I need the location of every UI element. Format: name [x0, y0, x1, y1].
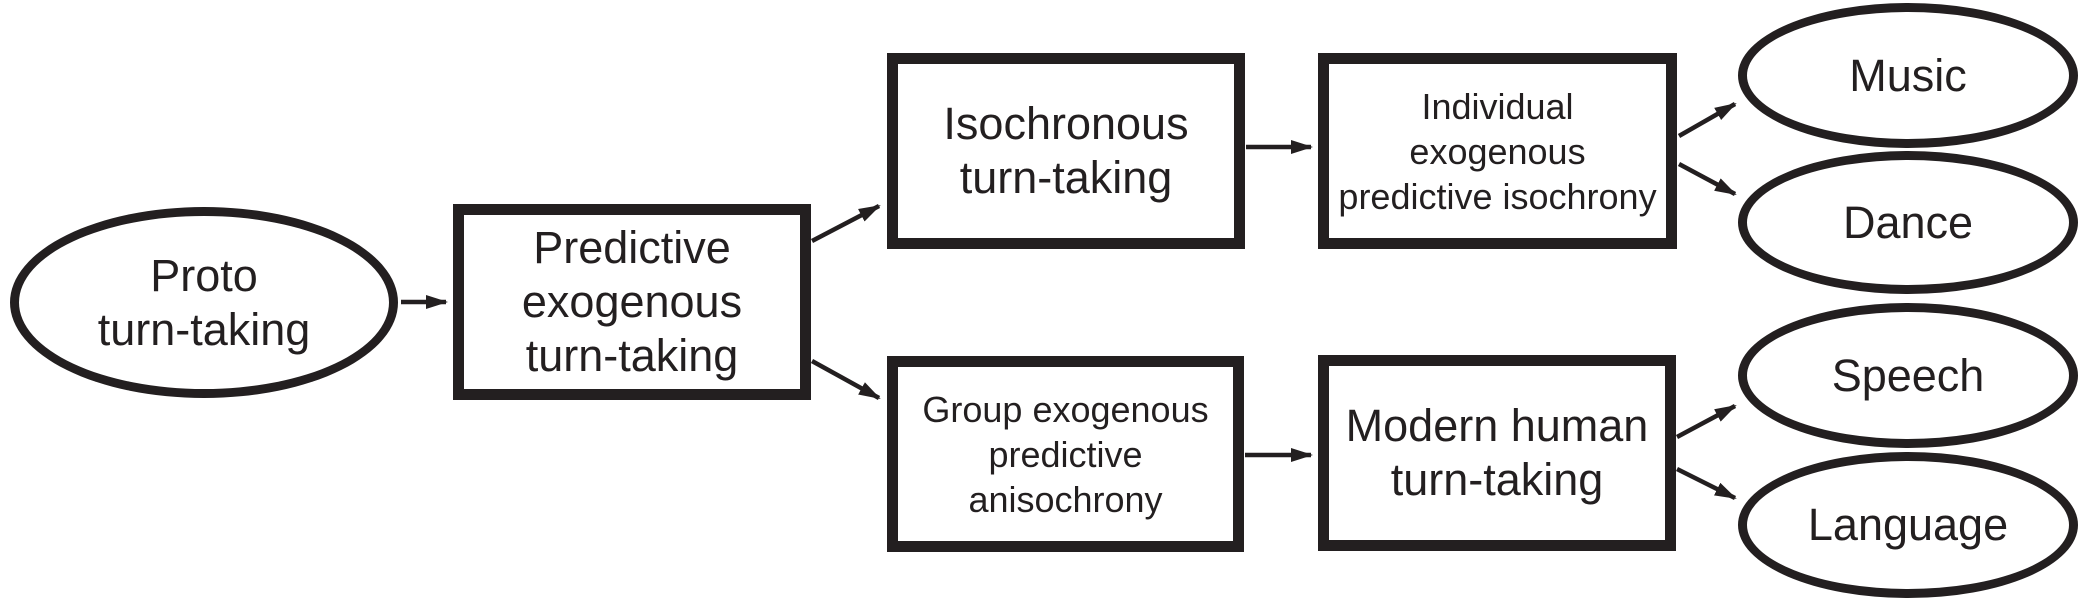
node-label: Group exogenous predictive anisochrony	[922, 387, 1208, 522]
label-line: predictive isochrony	[1338, 175, 1657, 217]
node-language: Language	[1738, 452, 2078, 598]
label-line: turn-taking	[525, 330, 739, 381]
node-label: Dance	[1843, 196, 1973, 250]
label-line: Language	[1807, 499, 2009, 550]
label-line: turn-taking	[1390, 454, 1604, 505]
node-speech: Speech	[1738, 303, 2078, 448]
node-isochronous-turn-taking: Isochronous turn-taking	[887, 53, 1245, 249]
arrow-predictive-to-group	[810, 359, 881, 400]
node-group-exogenous-predictive-anisochrony: Group exogenous predictive anisochrony	[887, 356, 1244, 552]
label-line: anisochrony	[968, 478, 1163, 520]
node-label: Isochronous turn-taking	[943, 97, 1188, 205]
label-line: turn-taking	[97, 303, 311, 355]
node-label: Predictive exogenous turn-taking	[522, 221, 742, 383]
node-music: Music	[1738, 3, 2078, 148]
node-dance: Dance	[1738, 151, 2078, 294]
label-line: Isochronous	[943, 98, 1189, 149]
node-label: Language	[1808, 498, 2008, 552]
label-line: exogenous	[521, 276, 743, 327]
arrow-modern-to-language	[1675, 466, 1737, 501]
arrow-modern-to-speech	[1675, 404, 1737, 439]
label-line: predictive	[988, 433, 1143, 475]
arrow-individual-to-dance	[1677, 162, 1737, 196]
node-predictive-exogenous-turn-taking: Predictive exogenous turn-taking	[453, 204, 811, 400]
label-line: Dance	[1842, 196, 1974, 248]
node-proto-turn-taking: Proto turn-taking	[10, 207, 398, 398]
arrow-predictive-to-isochronous	[810, 204, 881, 243]
label-line: Predictive	[533, 222, 731, 273]
label-line: Music	[1849, 49, 1967, 101]
node-label: Individual exogenous predictive isochron…	[1338, 84, 1656, 219]
node-label: Modern human turn-taking	[1346, 399, 1649, 507]
label-line: Individual	[1421, 85, 1574, 127]
node-label: Music	[1849, 49, 1967, 103]
node-individual-exogenous-predictive-isochrony: Individual exogenous predictive isochron…	[1318, 53, 1677, 249]
label-line: turn-taking	[959, 152, 1173, 203]
label-line: Modern human	[1345, 400, 1649, 451]
node-label: Speech	[1832, 349, 1985, 403]
label-line: Group exogenous	[922, 388, 1209, 430]
node-modern-human-turn-taking: Modern human turn-taking	[1318, 355, 1676, 551]
node-label: Proto turn-taking	[98, 249, 311, 357]
arrow-individual-to-music	[1677, 102, 1737, 138]
label-line: Speech	[1831, 349, 1985, 401]
label-line: exogenous	[1409, 130, 1586, 172]
label-line: Proto	[150, 249, 258, 301]
